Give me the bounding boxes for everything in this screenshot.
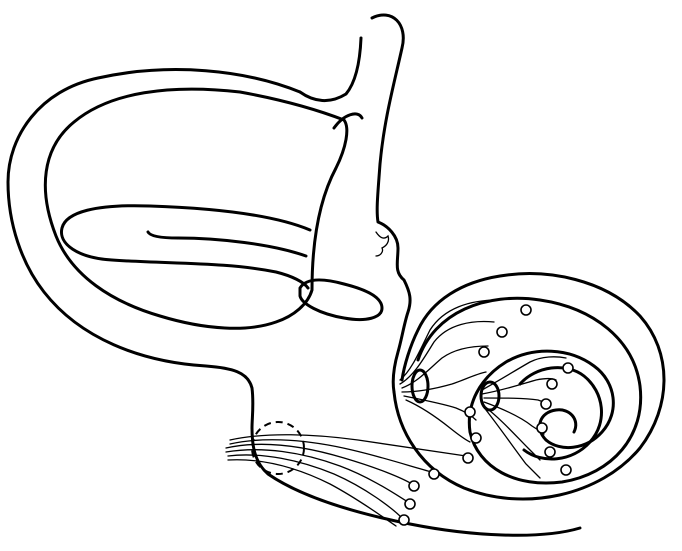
cochlea-middle-coil — [418, 298, 641, 483]
nerve-ending — [541, 399, 551, 409]
nerve-ending — [463, 453, 473, 463]
nerve-ending — [547, 379, 557, 389]
nerve-ending — [545, 447, 555, 457]
nerve-ending — [537, 423, 547, 433]
ampulla-bulge — [334, 114, 362, 128]
dashed-ganglion-circle — [252, 422, 304, 474]
nerve-ending — [561, 465, 571, 475]
nerve-ending — [409, 481, 419, 491]
nerve-ending — [479, 347, 489, 357]
labyrinth-outer-outline — [372, 15, 410, 392]
nerve-ending — [399, 515, 409, 525]
nerve-ending — [497, 327, 507, 337]
posterior-canal-outer — [8, 70, 300, 428]
vestibular-nerve-bundle — [226, 435, 466, 526]
nerve-ending — [405, 499, 415, 509]
nerve-ending — [471, 433, 481, 443]
nerve-ending — [521, 305, 531, 315]
nerve-ending — [465, 407, 475, 417]
nerve-ending — [429, 469, 439, 479]
nerve-ending — [563, 363, 573, 373]
lateral-canal-inner — [148, 232, 306, 256]
crus-commune-left — [300, 38, 361, 101]
spiral-ganglion-left — [412, 370, 428, 402]
cochlear-nerve-bundle-left — [400, 300, 498, 442]
vestibule-edge — [376, 232, 389, 256]
